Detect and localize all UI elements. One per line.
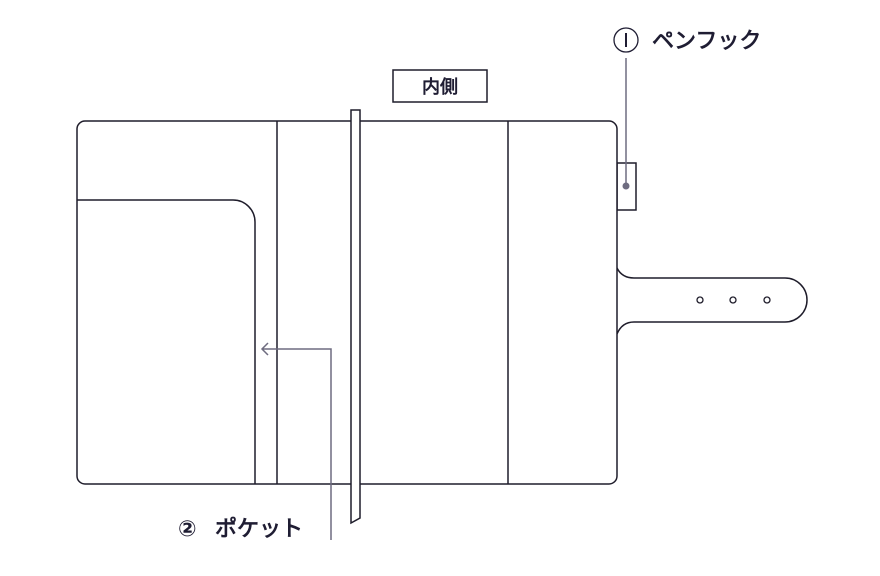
strap-hole <box>729 296 737 304</box>
strap-hole <box>763 296 771 304</box>
pocket-outline <box>77 199 256 484</box>
cover-outline <box>76 120 618 485</box>
pen-hook-leader-dot <box>622 182 630 190</box>
pocket-leader-line <box>260 342 332 540</box>
pocket-label: ポケット <box>215 516 303 542</box>
callout-1-circle <box>613 27 639 53</box>
closure-strap <box>616 267 808 335</box>
pen-hook-label: ペンフック <box>652 29 761 54</box>
inside-label-box: 内側 <box>392 69 488 103</box>
inside-label: 内側 <box>422 76 458 98</box>
pocket-number: ② <box>178 517 197 542</box>
strap-hole <box>696 296 704 304</box>
bookmark-ribbon <box>350 109 361 525</box>
